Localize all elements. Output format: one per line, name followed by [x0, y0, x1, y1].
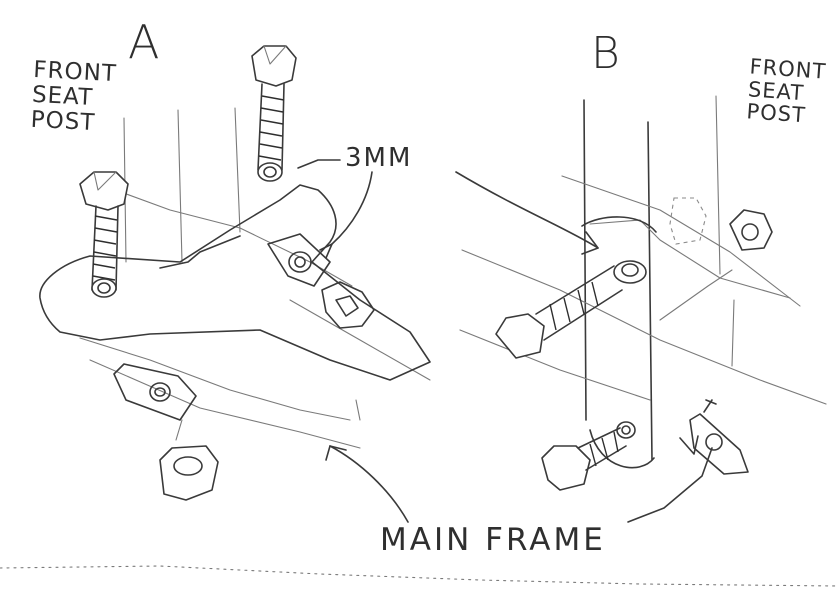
- washer-icon: [267, 233, 331, 287]
- view-a-label: A: [128, 15, 161, 69]
- nut-icon: [321, 281, 375, 329]
- main-frame-label: MAIN FRAME: [380, 522, 606, 558]
- front-seat-post-label-b: FRONT SEAT POST: [745, 54, 828, 128]
- diagram-b: [455, 95, 827, 523]
- bolt-icon: [541, 421, 636, 491]
- washer-icon: [689, 413, 749, 475]
- measurement-label: 3MM: [345, 143, 413, 173]
- nut-icon: [159, 445, 219, 501]
- nut-icon: [729, 209, 773, 251]
- washer-icon: [113, 363, 197, 421]
- diagram-a: [39, 45, 431, 523]
- bolt-icon: [79, 171, 129, 298]
- view-b-label: B: [591, 28, 621, 79]
- frame-plate-a: [39, 184, 431, 381]
- bolt-icon: [495, 260, 647, 359]
- front-seat-post-label-a: FRONT SEAT POST: [30, 56, 118, 136]
- bolt-icon: [251, 45, 297, 182]
